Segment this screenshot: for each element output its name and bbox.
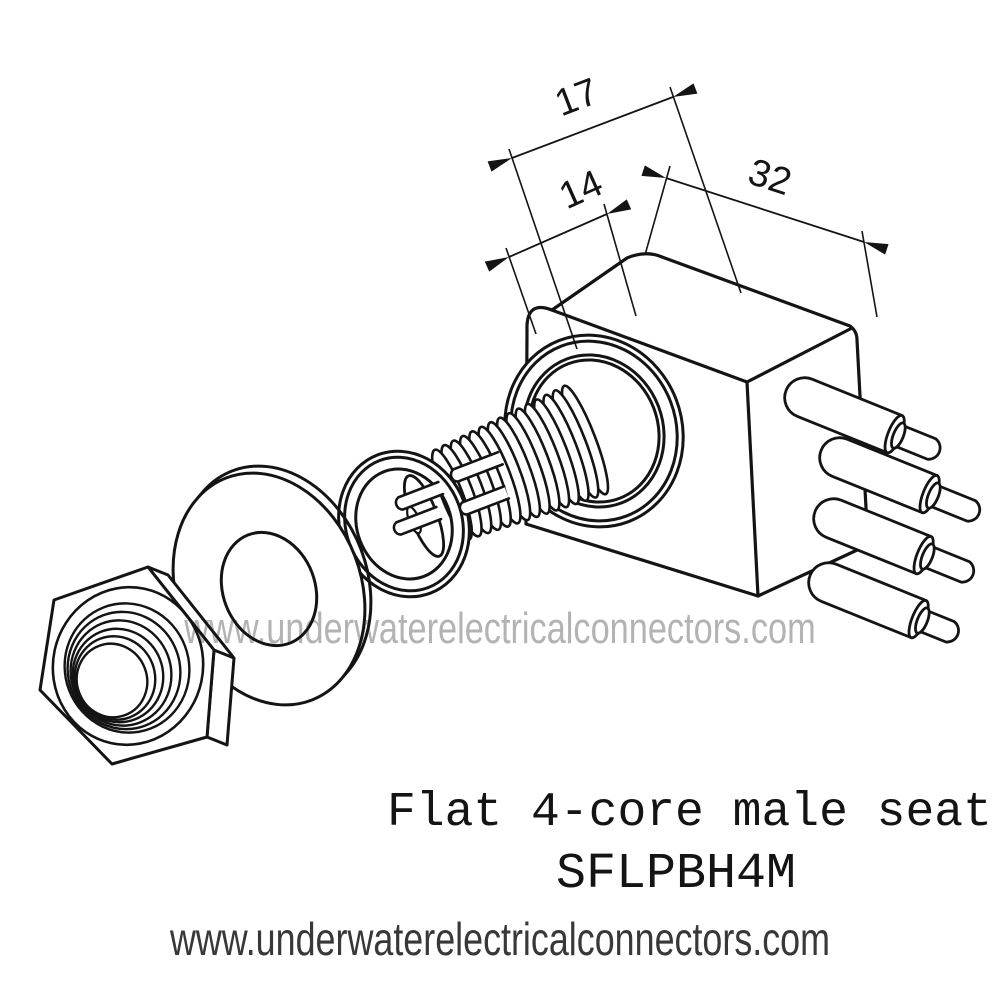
dim14-extension-right — [603, 203, 637, 317]
dim32-extension-right — [861, 230, 878, 318]
dim17-extension-left — [508, 148, 578, 350]
rear-pin-4 — [807, 561, 960, 644]
front-pin-4 — [458, 484, 511, 516]
front-pin-3 — [449, 450, 504, 483]
dim32-label: 32 — [743, 151, 796, 204]
body-front-right-edge — [745, 380, 760, 598]
body-top-right-edge — [745, 326, 854, 384]
dim32-line — [665, 177, 865, 243]
rear-pin-2 — [818, 436, 982, 523]
dim14-extension-left — [505, 247, 537, 335]
watermark-center: www.underwaterelectricalconnectors.com — [184, 604, 816, 653]
dim14-arrow-right — [607, 199, 632, 214]
threaded-stem — [430, 384, 610, 541]
dim14-line — [508, 213, 608, 258]
dim17-label: 17 — [549, 71, 604, 125]
body-front-top-edge — [547, 307, 749, 384]
front-pin-1 — [394, 480, 445, 511]
dim17-arrow-right — [673, 83, 698, 97]
hex-nut — [38, 565, 236, 766]
dim32-arrow-left — [641, 165, 666, 178]
nut-side-edge — [213, 648, 235, 660]
dim14-label: 14 — [553, 162, 609, 218]
dim17-arrow-left — [487, 158, 512, 172]
dim32-arrow-right — [864, 242, 889, 255]
front-pin-2 — [392, 505, 443, 536]
front-contact-pins — [392, 450, 511, 536]
footer-website-url: www.underwaterelectricalconnectors.com — [169, 913, 831, 965]
product-model-number: SFLPBH4M — [555, 846, 797, 903]
rear-pins — [783, 376, 982, 644]
product-title: Flat 4-core male seat — [387, 786, 992, 840]
rear-pin-1 — [783, 376, 942, 461]
nut-chamfer-circle — [51, 585, 205, 747]
dim14-arrow-left — [484, 257, 509, 272]
dim17-line — [511, 96, 674, 159]
dim32-extension-left — [644, 165, 671, 256]
rear-pin-3 — [812, 497, 976, 584]
